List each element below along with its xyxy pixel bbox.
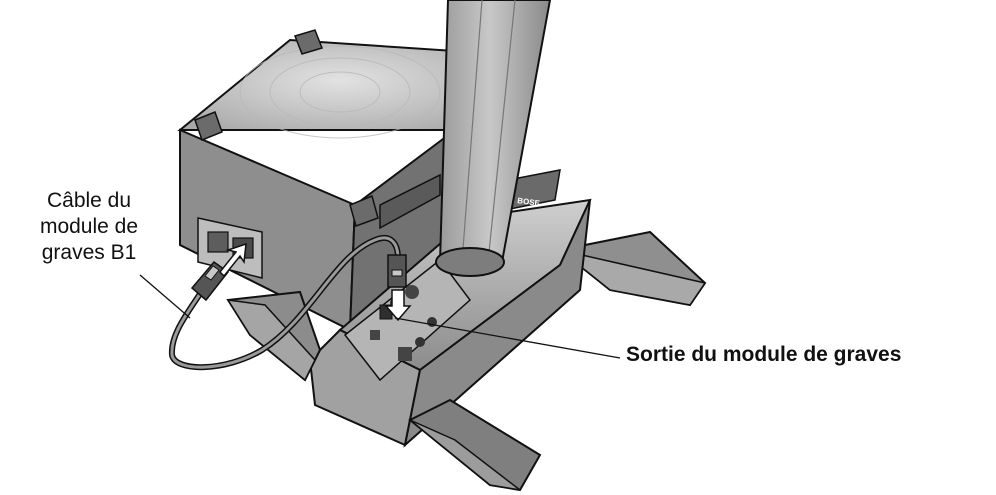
stand-foot-front <box>408 398 542 492</box>
leader-line-cable <box>139 274 191 319</box>
cable-connector-stand <box>387 254 407 288</box>
insert-arrow-icon <box>384 289 412 322</box>
bass-cable-label: Câble du module de graves B1 <box>8 188 170 266</box>
speaker-column: BOSE <box>435 0 552 277</box>
switch-icon <box>370 330 380 340</box>
bass-cable-label-line-3: graves B1 <box>41 241 137 264</box>
brand-logo: BOSE <box>517 196 541 208</box>
bass-cable-label-line-1: Câble du <box>46 189 132 212</box>
insert-arrow-icon <box>218 242 247 278</box>
bass-cable-label-line-2: module de <box>39 215 139 238</box>
jack-icon <box>405 285 419 299</box>
bass-output-label: Sortie du module de graves <box>626 343 902 366</box>
bass-module-cable <box>168 235 407 371</box>
power-inlet-icon <box>398 347 412 361</box>
leader-line-output <box>394 317 621 359</box>
stand-foot-right <box>557 230 707 307</box>
bass-module-cabinet <box>177 29 479 332</box>
jack-icon <box>415 337 425 347</box>
